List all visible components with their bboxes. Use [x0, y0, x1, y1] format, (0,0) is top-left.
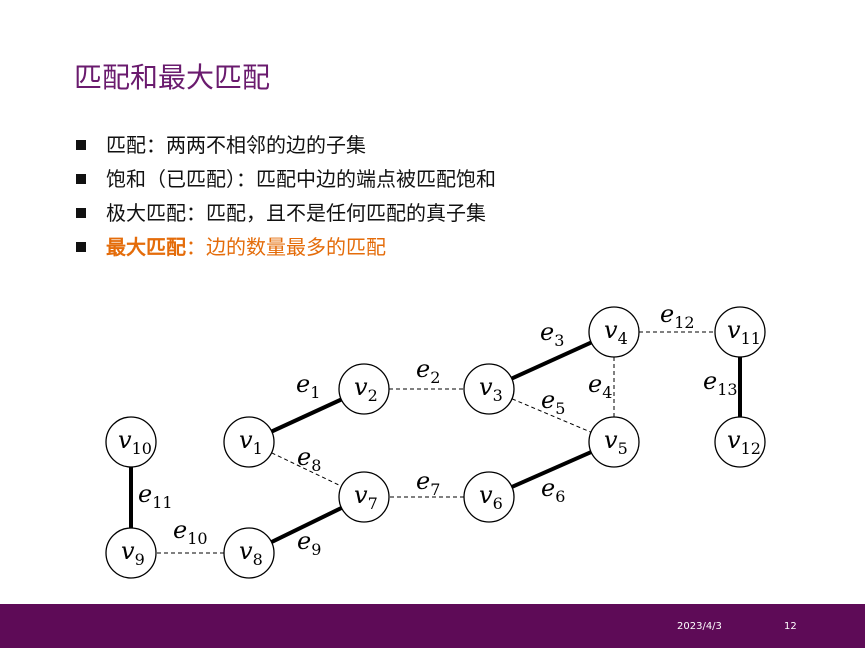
vertex-label-v2: v2 [354, 373, 378, 405]
edge-e3 [510, 340, 593, 381]
edge-label-e5: e5 [541, 386, 565, 418]
vertex-label-v11: v11 [727, 316, 761, 348]
vertex-v4: v4 [588, 306, 640, 358]
vertex-circle [588, 306, 640, 358]
edge-label-e11: e11 [138, 480, 173, 512]
edge-label-e13: e13 [703, 367, 738, 399]
vertex-label-v9: v9 [121, 537, 145, 569]
vertex-v8: v8 [223, 527, 275, 579]
vertex-label-v7: v7 [354, 481, 378, 513]
bullet-square-icon [76, 174, 86, 184]
vertex-label-v8: v8 [239, 537, 263, 569]
vertex-circle [463, 363, 515, 415]
vertex-circle [338, 471, 390, 523]
edge-e6 [511, 450, 592, 489]
bullet-text: 匹配：两两不相邻的边的子集 [106, 133, 366, 157]
vertex-label-v1: v1 [239, 426, 263, 458]
bullet-list: 匹配：两两不相邻的边的子集 饱和（已匹配）：匹配中边的端点被匹配饱和 极大匹配：… [76, 128, 496, 264]
edge-label-e10: e10 [173, 516, 208, 548]
vertex-label-v5: v5 [604, 426, 628, 458]
edge-label-e9: e9 [297, 527, 321, 559]
bullet-item: 匹配：两两不相邻的边的子集 [76, 128, 496, 162]
vertex-circle [588, 416, 640, 468]
edge-label-e2: e2 [416, 355, 440, 387]
vertex-label-v10: v10 [118, 426, 152, 458]
vertex-v11: v11 [714, 306, 766, 358]
vertex-v9: v9 [105, 527, 157, 579]
edge-e5 [511, 398, 592, 433]
vertex-label-v6: v6 [479, 481, 503, 513]
bullet-text: 极大匹配：匹配，且不是任何匹配的真子集 [106, 201, 486, 225]
vertex-circle [338, 363, 390, 415]
bullet-text: ：边的数量最多的匹配 [186, 235, 386, 259]
vertex-circle [714, 416, 766, 468]
matching-graph: v1 v2 v3 v4 v5 v6 v7 v8 v9 v10 v11 v12 e1 e2 e3 e4 e5 e6 e… [105, 300, 766, 579]
vertex-v3: v3 [463, 363, 515, 415]
vertex-circle [714, 306, 766, 358]
vertex-v2: v2 [338, 363, 390, 415]
vertex-v10: v10 [105, 416, 157, 468]
bullet-strong-text: 最大匹配 [106, 235, 186, 259]
edge-label-e1: e1 [296, 370, 320, 402]
vertex-v12: v12 [714, 416, 766, 468]
vertex-circle [105, 527, 157, 579]
vertex-v6: v6 [463, 471, 515, 523]
slide-title: 匹配和最大匹配 [74, 61, 271, 94]
edge-label-e12: e12 [660, 300, 695, 332]
bullet-square-icon [76, 208, 86, 218]
edge-label-e7: e7 [416, 467, 440, 499]
vertex-label-v3: v3 [479, 373, 503, 405]
bullet-item: 极大匹配：匹配，且不是任何匹配的真子集 [76, 196, 496, 230]
edge-label-e8: e8 [297, 443, 321, 475]
footer-page-number: 12 [784, 621, 797, 632]
vertex-circle [463, 471, 515, 523]
footer-date: 2023/4/3 [677, 621, 722, 632]
vertex-v7: v7 [338, 471, 390, 523]
bullet-text: 饱和（已匹配）：匹配中边的端点被匹配饱和 [106, 167, 496, 191]
vertex-v5: v5 [588, 416, 640, 468]
edge-e8 [271, 452, 342, 487]
vertex-circle [223, 416, 275, 468]
vertex-label-v4: v4 [604, 316, 628, 348]
edge-label-e6: e6 [541, 474, 565, 506]
vertex-v1: v1 [223, 416, 275, 468]
bullet-square-icon [76, 140, 86, 150]
footer-bar: 2023/4/3 12 [0, 604, 865, 648]
edge-e1 [270, 397, 343, 434]
vertex-circle [105, 416, 157, 468]
bullet-item: 饱和（已匹配）：匹配中边的端点被匹配饱和 [76, 162, 496, 196]
bullet-item-highlighted: 最大匹配：边的数量最多的匹配 [76, 230, 496, 264]
bullet-square-icon [76, 242, 86, 252]
edge-e9 [270, 506, 343, 544]
vertex-circle [223, 527, 275, 579]
vertex-label-v12: v12 [727, 426, 761, 458]
edge-label-e4: e4 [588, 370, 612, 402]
edge-label-e3: e3 [540, 318, 564, 350]
